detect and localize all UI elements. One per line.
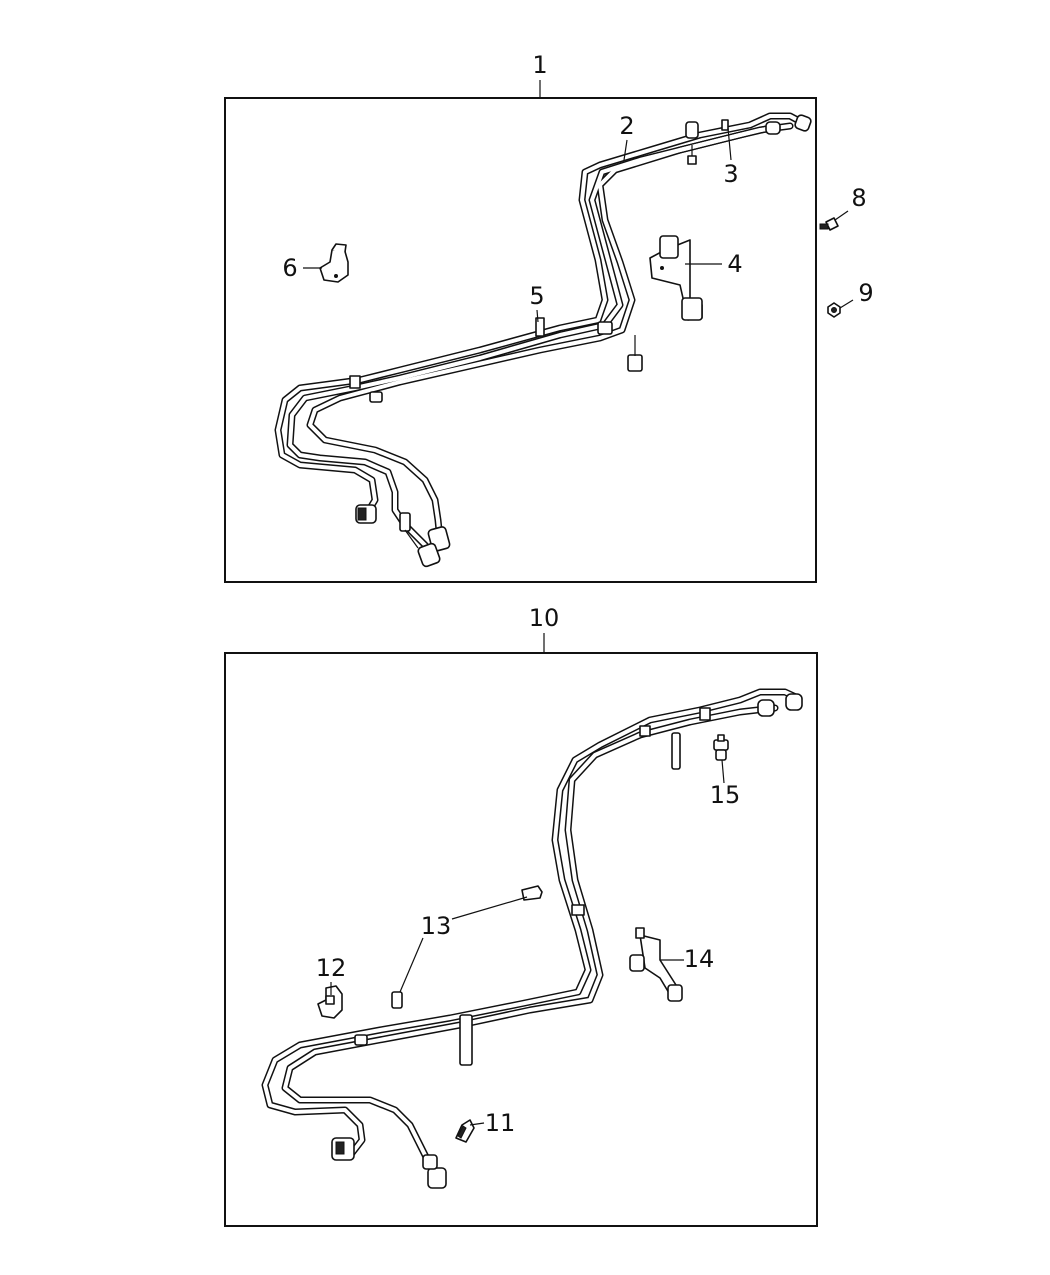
fuel-line-bundle-lower: [265, 692, 798, 1178]
leader-13b: [399, 937, 424, 993]
lower-end-connectors: [639, 693, 803, 770]
lower-assembly: 10: [224, 604, 818, 1227]
leader-8: [834, 210, 849, 221]
lower-bottom-connectors: [331, 1137, 447, 1189]
upper-clips: [349, 317, 643, 403]
upper-bottom-connectors: [355, 504, 451, 568]
leader-3: [727, 127, 732, 161]
callout-3: 3: [723, 160, 738, 188]
leader-11: [469, 1122, 485, 1126]
callout-9: 9: [858, 279, 873, 307]
callout-13: 13: [421, 912, 452, 940]
upper-frame: [224, 97, 817, 583]
lower-frame: [224, 652, 818, 1227]
callout-2: 2: [619, 112, 634, 140]
leader-2: [623, 139, 628, 161]
callout-12: 12: [316, 954, 347, 982]
bracket-part-12: [317, 985, 343, 1019]
bracket-part-14: [629, 927, 683, 1002]
lower-clips: [354, 904, 585, 1066]
upper-end-connectors: [685, 114, 812, 165]
callout-6: 6: [282, 254, 297, 282]
callout-5: 5: [529, 282, 544, 310]
clip-part-6: [319, 243, 349, 283]
fitting-part-15: [713, 734, 729, 761]
leader-13a: [451, 896, 528, 920]
callout-10: 10: [529, 604, 560, 632]
fitting-part-13: [391, 885, 543, 1009]
callout-11: 11: [485, 1109, 516, 1137]
clip-part-11: [455, 1119, 475, 1143]
leader-5: [536, 309, 539, 323]
leader-15: [721, 759, 725, 784]
leader-9: [839, 299, 854, 309]
callout-1: 1: [532, 51, 547, 79]
callout-4: 4: [727, 250, 742, 278]
callout-15: 15: [710, 781, 741, 809]
bolt-part-8: [819, 217, 839, 231]
upper-assembly: 1: [224, 51, 874, 583]
callout-8: 8: [851, 184, 866, 212]
bracket-part-4: [649, 235, 703, 321]
nut-part-9: [827, 302, 841, 318]
callout-14: 14: [684, 945, 715, 973]
